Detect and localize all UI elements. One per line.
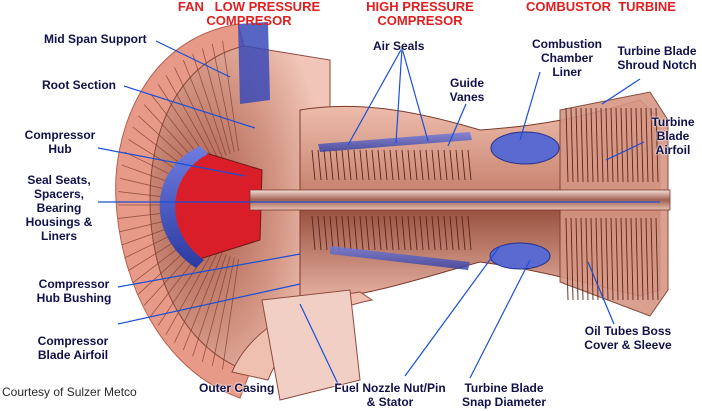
casing-blue-panel	[238, 22, 270, 104]
leader-lines	[97, 40, 660, 385]
label-root-section: Root Section	[42, 78, 116, 92]
label-mid-span-support: Mid Span Support	[44, 32, 147, 46]
hp-seal-band	[330, 246, 470, 270]
image-credit: Courtesy of Sulzer Metco	[2, 385, 137, 399]
label-compressor-blade-airfoil: Compressor Blade Airfoil	[37, 334, 109, 362]
label-turbine-blade-shroud-notch: Turbine Blade Shroud Notch	[617, 44, 697, 72]
label-turbine-blade-snap-diameter: Turbine Blade Snap Diameter	[461, 381, 547, 409]
label-fuel-nozzle: Fuel Nozzle Nut/Pin & Stator	[334, 381, 446, 409]
header-high-pressure: HIGH PRESSURE COMPRESOR	[366, 0, 474, 28]
header-fan-low-pressure: FAN LOW PRESSURE COMPRESOR	[177, 0, 321, 28]
label-seal-seats: Seal Seats, Spacers, Bearing Housings & …	[25, 173, 93, 243]
label-outer-casing: Outer Casing	[199, 381, 275, 395]
turbine-blade-rows	[565, 107, 659, 301]
air-seal-band	[318, 132, 472, 152]
label-oil-tubes-boss: Oil Tubes Boss Cover & Sleeve	[584, 324, 672, 352]
header-combustor-turbine: COMBUSTOR TURBINE	[526, 0, 676, 14]
label-guide-vanes: Guide Vanes	[449, 76, 485, 104]
combustion-chamber-lower	[489, 242, 551, 270]
label-combustion-chamber-liner: Combustion Chamber Liner	[532, 37, 602, 79]
label-compressor-hub-bushing: Compressor Hub Bushing	[36, 277, 112, 305]
label-turbine-blade-airfoil: Turbine Blade Airfoil	[651, 115, 695, 157]
compressor-blade-rows	[311, 149, 472, 251]
label-air-seals: Air Seals	[373, 39, 425, 53]
main-shaft	[249, 189, 671, 211]
combustion-chamber	[490, 131, 560, 165]
label-compressor-hub: Compressor Hub	[24, 128, 96, 156]
fan-exit-lower	[261, 289, 361, 401]
spinner-blue-lip	[159, 146, 208, 268]
